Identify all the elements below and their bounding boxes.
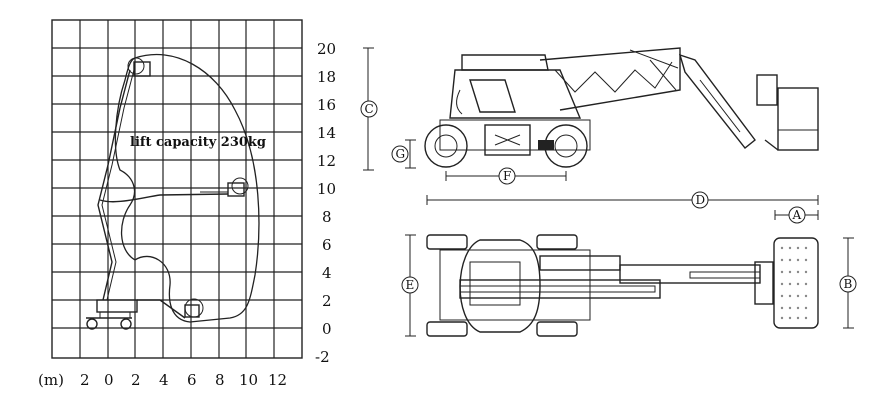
- x-tick: 12: [268, 371, 287, 389]
- x-tick: 10: [239, 371, 258, 389]
- y-tick: 4: [322, 264, 332, 282]
- y-tick: 16: [317, 96, 336, 114]
- dimension-d: D: [426, 191, 819, 209]
- dimension-b: B: [839, 237, 857, 329]
- x-unit: (m): [38, 371, 64, 389]
- tire-icon: [536, 321, 578, 337]
- x-tick: 8: [215, 371, 225, 389]
- dimension-label-c: C: [365, 102, 374, 116]
- y-tick: 10: [317, 180, 336, 198]
- x-tick: 4: [159, 371, 169, 389]
- y-tick: 20: [317, 40, 336, 58]
- platform-basket-icon: [133, 61, 151, 77]
- boom-positions: [86, 57, 249, 330]
- y-tick: 6: [322, 236, 332, 254]
- dimension-label-d: D: [696, 193, 706, 207]
- articulated-boom-lift-top-view: [426, 234, 819, 337]
- x-tick: 0: [104, 371, 114, 389]
- grid-lines: [52, 20, 302, 358]
- y-tick: 0: [322, 320, 332, 338]
- tire-icon: [424, 124, 468, 168]
- platform-basket-icon: [777, 87, 819, 151]
- dimension-c: C: [360, 47, 378, 171]
- dimension-e: E: [401, 234, 419, 337]
- platform-basket-icon: [773, 237, 819, 329]
- tire-icon: [544, 124, 588, 168]
- tire-icon: [426, 321, 468, 337]
- y-tick: 14: [317, 124, 336, 142]
- dimension-g: G: [391, 139, 416, 169]
- working-envelope: [114, 53, 260, 323]
- x-tick: 6: [187, 371, 197, 389]
- tire-icon: [536, 234, 578, 250]
- dimension-f: F: [445, 167, 567, 185]
- y-tick: 8: [322, 208, 332, 226]
- x-tick: 2: [131, 371, 141, 389]
- y-tick: 2: [322, 292, 332, 310]
- dimension-label-b: B: [844, 277, 853, 291]
- y-axis-labels: 20 18 16 14 12 10 8 6 4 2 0 -2: [315, 40, 336, 366]
- dimension-label-g: G: [396, 147, 406, 161]
- capacity-label: lift capacity 230kg: [130, 135, 266, 150]
- articulated-boom-lift-side-view: [424, 47, 819, 168]
- dimension-a: A: [774, 206, 819, 224]
- y-tick: 12: [317, 152, 336, 170]
- x-tick: 2: [80, 371, 90, 389]
- dimension-label-a: A: [792, 208, 802, 222]
- y-tick: 18: [317, 68, 336, 86]
- dimension-label-f: F: [503, 169, 511, 183]
- tire-icon: [426, 234, 468, 250]
- grid-frame: [51, 19, 303, 359]
- x-axis-labels: (m) 2 0 2 4 6 8 10 12: [38, 371, 287, 389]
- y-tick: -2: [315, 348, 330, 366]
- dimension-label-e: E: [406, 278, 415, 292]
- working-range-chart: lift capacity 230kg 20 18 16 14 12 10 8 …: [38, 19, 336, 389]
